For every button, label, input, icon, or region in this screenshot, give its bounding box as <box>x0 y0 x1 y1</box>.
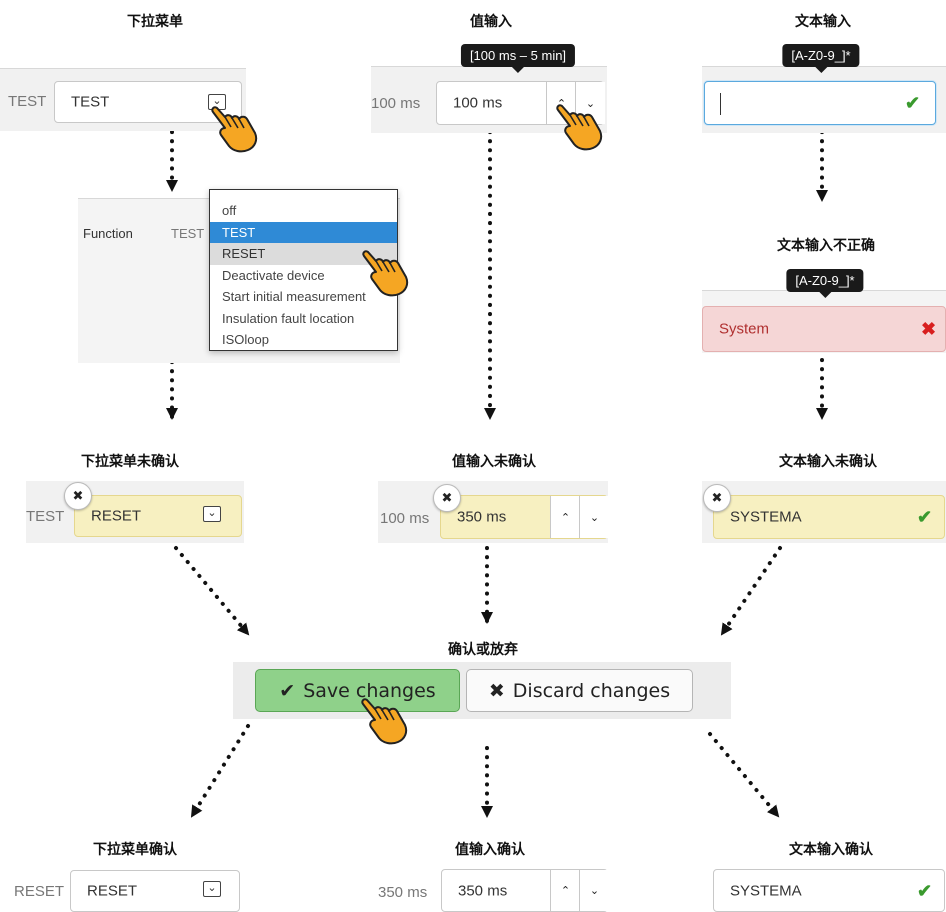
heading-text-input-invalid: 文本输入不正确 <box>777 238 875 254</box>
text-pattern-tooltip: [A-Z0-9_]* <box>786 269 864 298</box>
spin-up-icon[interactable]: ⌃ <box>550 870 580 911</box>
discard-changes-button[interactable]: ✖ Discard changes <box>466 669 693 712</box>
chevron-down-icon[interactable]: ⌄ <box>203 881 221 897</box>
dropdown-initial-select[interactable]: TEST ⌄ <box>54 81 242 123</box>
value-initial-prev-value: 100 ms <box>371 95 421 112</box>
save-changes-label: Save changes <box>303 679 436 702</box>
heading-value-input-unconfirmed: 值输入未确认 <box>452 454 536 470</box>
dropdown-open-row-label: Function <box>83 226 133 241</box>
arrow-actions-to-dropdown-confirmed <box>190 724 250 818</box>
cross-icon: ✖ <box>488 679 505 702</box>
value-pending-prev-value: 100 ms <box>380 510 430 527</box>
text-pattern-tooltip: [A-Z0-9_]* <box>782 44 860 73</box>
pointing-hand-icon <box>362 250 409 297</box>
dropdown-confirmed-prev-value: RESET <box>14 883 65 900</box>
arrow-text-to-actions <box>720 546 782 636</box>
dropdown-option-test[interactable]: TEST <box>210 221 397 243</box>
valid-check-icon: ✔ <box>917 507 933 527</box>
text-confirmed-value: SYSTEMA <box>730 882 802 899</box>
dropdown-initial-value: TEST <box>71 93 110 111</box>
pointing-hand-icon <box>556 104 603 151</box>
pointing-hand-icon <box>361 698 408 745</box>
value-range-tooltip: [100 ms – 5 min] <box>460 44 576 73</box>
heading-value-input: 值输入 <box>470 14 512 30</box>
heading-text-input-unconfirmed: 文本输入未确认 <box>779 454 877 470</box>
text-pending-value: SYSTEMA <box>730 508 802 526</box>
revert-x-icon[interactable]: ✖ <box>703 484 731 512</box>
spin-down-icon[interactable]: ⌄ <box>579 870 609 911</box>
revert-x-icon[interactable]: ✖ <box>433 484 461 512</box>
dropdown-initial-prev-value: TEST <box>8 93 47 110</box>
dropdown-option-insulation-fault-location[interactable]: Insulation fault location <box>222 310 355 326</box>
text-invalid-value: System <box>719 320 770 338</box>
heading-text-input: 文本输入 <box>795 14 851 30</box>
chevron-down-icon[interactable]: ⌄ <box>203 506 221 522</box>
arrow-actions-to-text-confirmed <box>708 732 780 818</box>
dropdown-confirmed-select[interactable]: RESET ⌄ <box>70 870 240 912</box>
value-confirmed-value: 350 ms <box>458 882 508 899</box>
check-icon: ✔ <box>279 679 296 702</box>
pointing-hand-icon <box>211 106 258 153</box>
heading-dropdown: 下拉菜单 <box>127 14 183 30</box>
dropdown-option-list[interactable]: off TEST RESET Deactivate device Start i… <box>209 189 398 351</box>
dropdown-option-reset[interactable]: RESET <box>210 243 397 265</box>
heading-dropdown-unconfirmed: 下拉菜单未确认 <box>81 454 179 470</box>
text-confirmed-input[interactable]: SYSTEMA ✔ <box>713 869 945 912</box>
text-invalid-input[interactable]: System ✖ <box>702 306 946 352</box>
dropdown-option-isoloop[interactable]: ISOloop <box>222 332 269 347</box>
text-pending-input[interactable]: SYSTEMA ✔ <box>713 495 945 539</box>
text-cursor <box>720 93 721 115</box>
heading-value-input-confirmed: 值输入确认 <box>455 842 525 858</box>
valid-check-icon: ✔ <box>905 93 921 113</box>
dropdown-confirmed-value: RESET <box>87 882 138 900</box>
revert-x-icon[interactable]: ✖ <box>64 482 92 510</box>
heading-confirm-or-discard: 确认或放弃 <box>448 642 518 658</box>
valid-check-icon: ✔ <box>917 881 933 901</box>
value-pending-value: 350 ms <box>457 508 507 526</box>
dropdown-pending-value: RESET <box>91 507 142 525</box>
dropdown-pending-prev-value: TEST <box>26 508 65 525</box>
dropdown-option-start-initial-measurement[interactable]: Start initial measurement <box>222 289 366 304</box>
value-confirmed-input[interactable]: 350 ms ⌃ ⌄ <box>441 869 609 912</box>
dropdown-pending-select[interactable]: RESET ⌄ <box>74 495 242 537</box>
dropdown-option-deactivate-device[interactable]: Deactivate device <box>222 267 325 283</box>
discard-changes-label: Discard changes <box>512 679 671 702</box>
value-confirmed-prev-value: 350 ms <box>378 884 428 901</box>
dropdown-option-off[interactable]: off <box>222 203 237 218</box>
save-changes-button[interactable]: ✔ Save changes <box>255 669 460 712</box>
spin-down-icon[interactable]: ⌄ <box>579 496 609 538</box>
dropdown-open-prev-value: TEST <box>171 226 205 241</box>
text-initial-input[interactable]: ✔ <box>704 81 936 125</box>
value-initial-value: 100 ms <box>453 94 503 112</box>
value-pending-input[interactable]: 350 ms ⌃ ⌄ <box>440 495 609 539</box>
spin-up-icon[interactable]: ⌃ <box>550 496 580 538</box>
heading-dropdown-confirmed: 下拉菜单确认 <box>93 842 177 858</box>
arrow-dropdown-to-actions <box>174 546 250 636</box>
heading-text-input-confirmed: 文本输入确认 <box>789 842 873 858</box>
invalid-x-icon: ✖ <box>921 319 937 339</box>
